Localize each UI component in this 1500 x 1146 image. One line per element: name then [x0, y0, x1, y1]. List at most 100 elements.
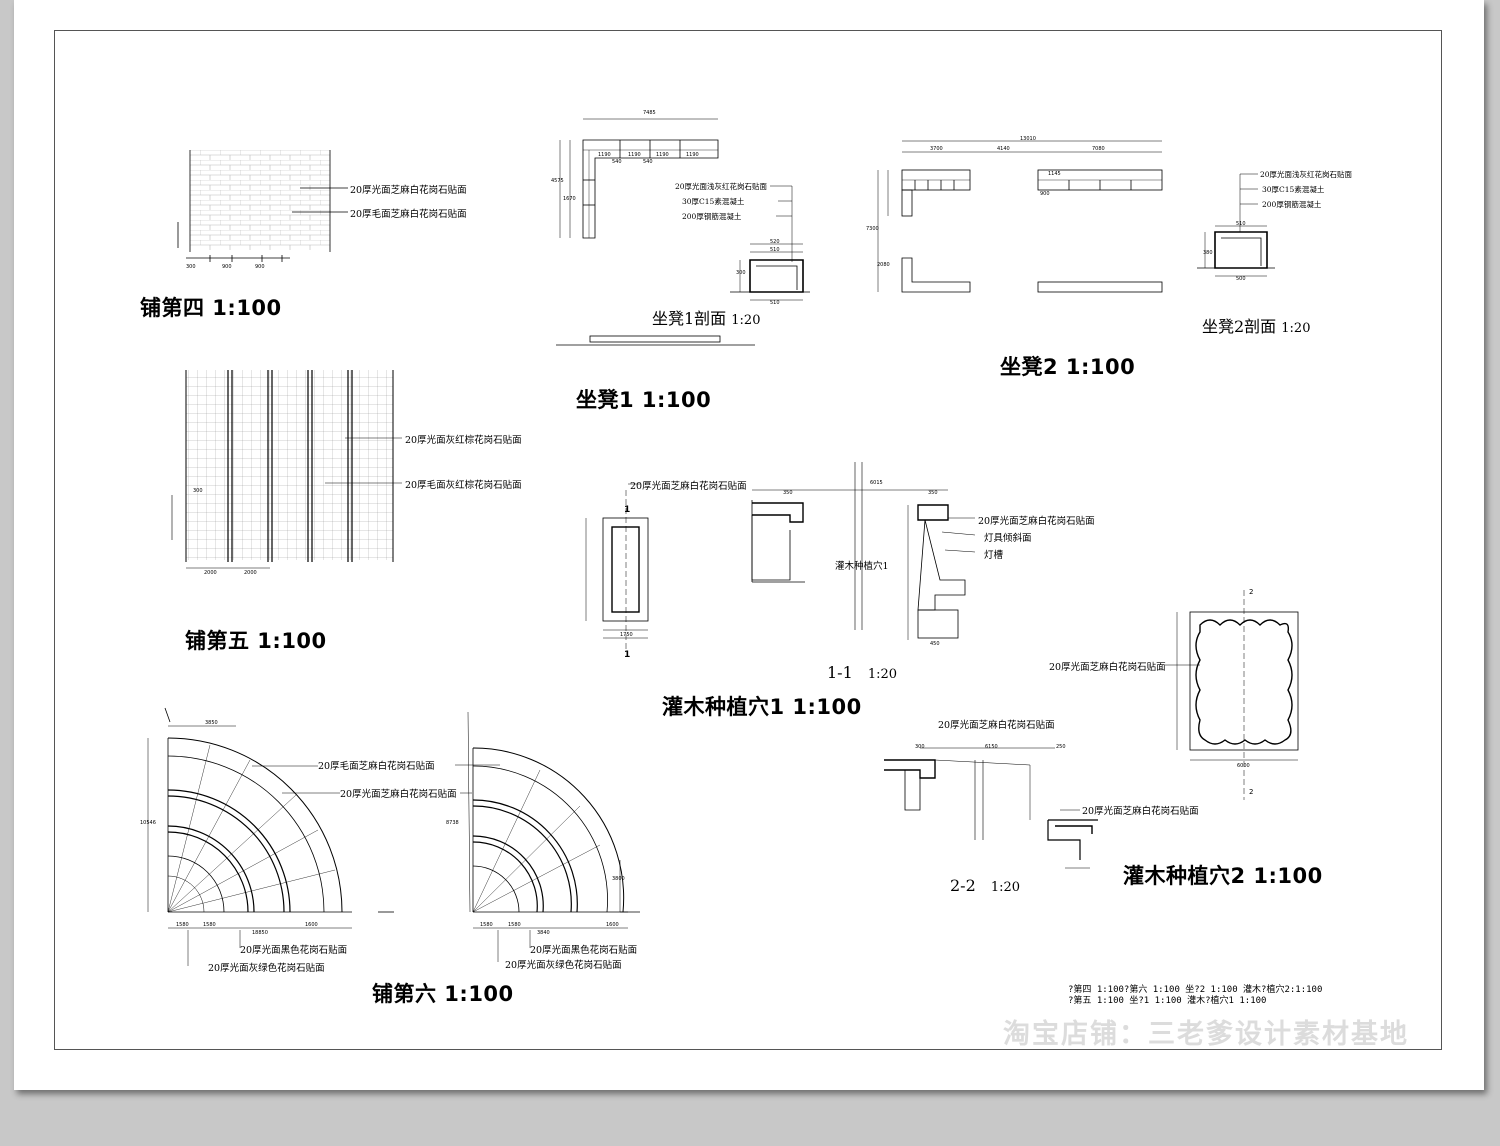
dim-label: 10546 [140, 820, 156, 826]
dim-label: 3840 [537, 930, 550, 936]
dim-label: 7080 [1092, 146, 1105, 152]
pave6-plan-left [147, 707, 394, 966]
pave6-note-e: 20厚光面黑色花岗石贴面 [530, 945, 638, 956]
bench2-note-c: 200厚钢筋混凝土 [1262, 200, 1322, 209]
dim-label: 2080 [877, 262, 890, 268]
dim-label: 6015 [870, 480, 883, 486]
bench1-note-c: 200厚钢筋混凝土 [682, 212, 742, 221]
bench1-title: 坐凳1 1:100 [576, 388, 712, 412]
shrub1-section [751, 462, 976, 640]
shrub2-section-title: 2-2 1:20 [950, 876, 1020, 895]
bench2-section-title: 坐凳2剖面 1:20 [1202, 313, 1310, 337]
bench1-note-a: 20厚光面浅灰红花岗石贴面 [675, 182, 768, 191]
bench1-section-scale: 1:20 [731, 313, 761, 328]
watermark: 淘宝店铺：三老爹设计素材基地 [1003, 1019, 1409, 1050]
dim-label: 1750 [620, 632, 633, 638]
dim-label: 3800 [612, 876, 625, 882]
pave6-note-a: 20厚毛面芝麻白花岗石贴面 [318, 761, 435, 772]
pave6-note-d: 20厚光面灰绿色花岗石贴面 [208, 963, 325, 974]
dim-label: 7300 [866, 226, 879, 232]
dim-label: 350 [928, 490, 938, 496]
dim-label: 900 [222, 264, 232, 270]
bench1-note-b: 30厚C15素混凝土 [682, 197, 745, 206]
section-mark-1-top: 1 [624, 505, 631, 515]
dim-label: 3700 [930, 146, 943, 152]
shrub1-note-e: 灌木种植穴1 [835, 561, 889, 572]
pave6-note-c: 20厚光面黑色花岗石贴面 [240, 945, 348, 956]
dim-label: 1580 [176, 922, 189, 928]
dim-label: 4140 [997, 146, 1010, 152]
section-mark-2-top: 2 [1249, 588, 1254, 596]
dim-label: 3850 [205, 720, 218, 726]
dim-label: 4575 [551, 178, 564, 184]
pave4-title: 铺第四 1:100 [140, 296, 282, 320]
section-mark-2-bottom: 2 [1249, 788, 1254, 796]
dim-label: 540 [612, 159, 622, 165]
dim-label: 1600 [606, 922, 619, 928]
dim-label: 540 [643, 159, 653, 165]
shrub1-note-b: 20厚光面芝麻白花岗石贴面 [978, 516, 1095, 527]
pave6-note-f: 20厚光面灰绿色花岗石贴面 [505, 960, 622, 971]
dim-label: 500 [1236, 276, 1246, 282]
bench1-section [730, 185, 810, 301]
dim-label: 450 [930, 641, 940, 647]
dim-label: 520 [770, 239, 780, 245]
dim-label: 300 [193, 488, 203, 494]
dim-label: 6000 [1237, 763, 1250, 769]
dim-label: 1580 [480, 922, 493, 928]
pave4-plan [177, 150, 348, 262]
dim-label: 1190 [628, 152, 641, 158]
pave4-note-a: 20厚光面芝麻白花岗石贴面 [350, 185, 467, 196]
bench2-plan [877, 140, 1163, 293]
shrub2-note-c: 20厚光面芝麻白花岗石贴面 [1082, 806, 1199, 817]
dim-label: 510 [1236, 221, 1246, 227]
pave6-plan-right [455, 711, 640, 962]
shrub1-plan [585, 483, 649, 650]
dim-label: 1145 [1048, 171, 1061, 177]
dim-label: 1670 [563, 196, 576, 202]
pave5-note-b: 20厚毛面灰红棕花岗石贴面 [405, 480, 522, 491]
pave4-note-b: 20厚毛面芝麻白花岗石贴面 [350, 209, 467, 220]
dim-label: 2000 [204, 570, 217, 576]
dim-label: 380 [1203, 250, 1213, 256]
shrub1-note-d: 灯槽 [984, 550, 1004, 561]
dim-label: 300 [915, 744, 925, 750]
dim-label: 1190 [598, 152, 611, 158]
bench2-note-a: 20厚光面浅灰红花岗石贴面 [1260, 170, 1353, 179]
dim-label: 900 [1040, 191, 1050, 197]
bench1-section-title: 坐凳1剖面 1:20 [652, 305, 760, 329]
dim-label: 300 [736, 270, 746, 276]
shrub2-plan [1165, 590, 1299, 800]
shrub1-note-a: 20厚光面芝麻白花岗石贴面 [630, 481, 747, 492]
dim-label: 900 [255, 264, 265, 270]
shrub2-section [884, 747, 1098, 869]
pave6-note-b: 20厚光面芝麻白花岗石贴面 [340, 789, 457, 800]
dim-label: 510 [770, 300, 780, 306]
dim-label: 1190 [686, 152, 699, 158]
shrub2-title: 灌木种植穴2 1:100 [1123, 864, 1323, 888]
drawing-frame [54, 30, 1442, 1050]
shrub1-section-label: 1-1 [827, 663, 853, 682]
dim-label: 1190 [656, 152, 669, 158]
shrub2-section-label: 2-2 [950, 876, 976, 895]
dim-label: 2000 [244, 570, 257, 576]
shrub1-section-scale: 1:20 [867, 667, 898, 682]
legend-line-1: ?第四 1:100?第六 1:100 坐?2 1:100 灌木?植穴2:1:10… [1068, 985, 1323, 995]
dim-label: 18850 [252, 930, 268, 936]
legend-line-2: ?第五 1:100 坐?1 1:100 灌木?植穴1 1:100 [1068, 996, 1267, 1006]
shrub2-note-a: 20厚光面芝麻白花岗石贴面 [1049, 662, 1166, 673]
dim-label: 6150 [985, 744, 998, 750]
dim-label: 510 [770, 247, 780, 253]
dim-label: 1580 [203, 922, 216, 928]
dim-label: 1600 [305, 922, 318, 928]
pave5-plan [171, 370, 402, 569]
section-mark-1-bottom: 1 [624, 650, 631, 660]
bench2-title: 坐凳2 1:100 [1000, 355, 1136, 379]
bench1-plan [556, 118, 755, 346]
dim-label: 1580 [508, 922, 521, 928]
shrub1-note-c: 灯具倾斜面 [984, 533, 1032, 544]
bench1-section-label: 坐凳1剖面 [652, 309, 727, 328]
pave5-note-a: 20厚光面灰红棕花岗石贴面 [405, 435, 522, 446]
dim-label: 13010 [1020, 136, 1036, 142]
